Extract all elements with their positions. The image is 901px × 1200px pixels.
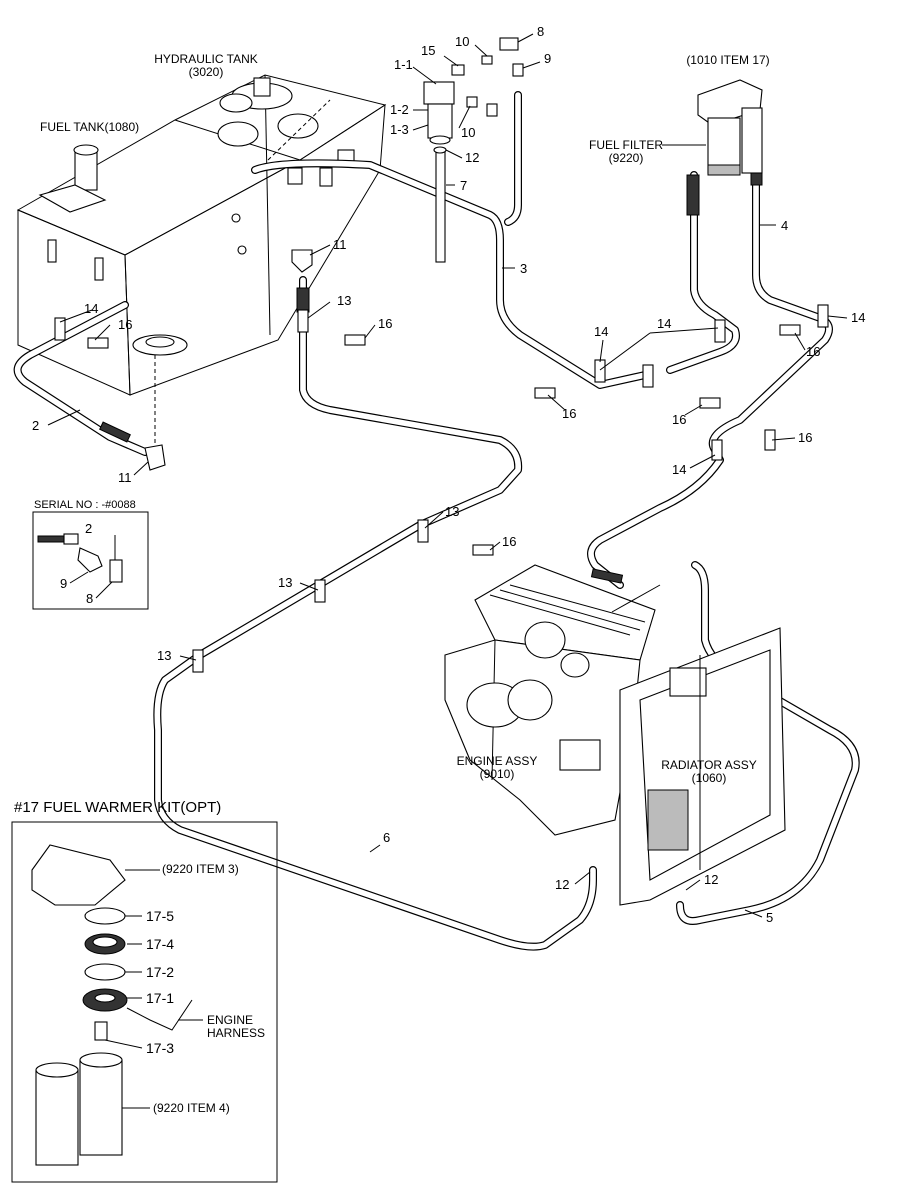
callout-17-1: 17-1 bbox=[146, 990, 174, 1006]
callout-1-3: 1-3 bbox=[390, 122, 409, 137]
callout-2: 2 bbox=[32, 418, 39, 433]
callout-12b: 12 bbox=[555, 877, 569, 892]
callout-14e: 14 bbox=[672, 462, 686, 477]
hose-filter-return bbox=[666, 171, 740, 374]
serial-inset: SERIAL NO : -#0088 2 9 8 bbox=[32, 499, 149, 610]
callout-16g: 16 bbox=[502, 534, 516, 549]
callout-5: 5 bbox=[766, 910, 773, 925]
serial-callout-8: 8 bbox=[86, 591, 93, 606]
callout-17-5: 17-5 bbox=[146, 908, 174, 924]
fuel-tank-label: FUEL TANK(1080) bbox=[40, 120, 139, 134]
harness-label-2: HARNESS bbox=[207, 1026, 265, 1040]
filter-ref-label: (1010 ITEM 17) bbox=[686, 53, 769, 67]
warmer-ref-head: (9220 ITEM 3) bbox=[162, 862, 239, 876]
callout-1-1: 1-1 bbox=[394, 57, 413, 72]
warmer-kit-title: #17 FUEL WARMER KIT(OPT) bbox=[14, 799, 221, 816]
callout-14a: 14 bbox=[84, 301, 98, 316]
leader-lines bbox=[47, 33, 848, 918]
clamps bbox=[54, 304, 829, 673]
callout-14c: 14 bbox=[657, 316, 671, 331]
callout-11b: 11 bbox=[118, 470, 132, 485]
callout-14d: 14 bbox=[851, 310, 865, 325]
fuel-filter-ref: (9220) bbox=[609, 151, 644, 165]
engine-assy-ref: (9010) bbox=[480, 767, 515, 781]
callout-17-2: 17-2 bbox=[146, 964, 174, 980]
fuel-warmer-kit-inset: #17 FUEL WARMER KIT(OPT) (9220 ITEM 3) 1… bbox=[11, 799, 278, 1183]
callout-15: 15 bbox=[421, 43, 435, 58]
callout-14b: 14 bbox=[594, 324, 608, 339]
callout-12c: 12 bbox=[704, 872, 718, 887]
callout-13d: 13 bbox=[157, 648, 171, 663]
callout-10a: 10 bbox=[455, 34, 469, 49]
callout-10b: 10 bbox=[461, 125, 475, 140]
callout-1-2: 1-2 bbox=[390, 102, 409, 117]
hose-13 bbox=[153, 276, 597, 951]
callout-16f: 16 bbox=[798, 430, 812, 445]
callout-11a: 11 bbox=[333, 237, 347, 252]
callout-6: 6 bbox=[383, 830, 390, 845]
callout-3: 3 bbox=[520, 261, 527, 276]
hose-2 bbox=[13, 301, 149, 456]
part-callouts: 1-1 1-2 1-3 15 10 8 9 10 12 7 3 4 11 13 … bbox=[32, 24, 865, 925]
bolts-16 bbox=[87, 324, 801, 556]
callout-13a: 13 bbox=[337, 293, 351, 308]
radiator-assy bbox=[619, 627, 786, 906]
component-labels: HYDRAULIC TANK (3020) FUEL TANK(1080) (1… bbox=[40, 52, 770, 785]
callout-7: 7 bbox=[460, 178, 467, 193]
hose-5 bbox=[676, 561, 860, 925]
callout-17-3: 17-3 bbox=[146, 1040, 174, 1056]
callout-16b: 16 bbox=[118, 317, 132, 332]
hydraulic-tank-label: HYDRAULIC TANK bbox=[154, 52, 258, 66]
hose-7 bbox=[435, 149, 446, 263]
hose-3 bbox=[251, 159, 649, 389]
callout-9: 9 bbox=[544, 51, 551, 66]
callout-16d: 16 bbox=[672, 412, 686, 427]
callout-16c: 16 bbox=[562, 406, 576, 421]
serial-title: SERIAL NO : -#0088 bbox=[34, 499, 136, 511]
callout-12a: 12 bbox=[465, 150, 479, 165]
callout-8: 8 bbox=[537, 24, 544, 39]
fuel-filter-assy bbox=[697, 79, 763, 176]
callout-16a: 16 bbox=[378, 316, 392, 331]
callout-13c: 13 bbox=[278, 575, 292, 590]
tank-assembly bbox=[16, 74, 387, 445]
elbows-11 bbox=[144, 249, 313, 471]
callout-16e: 16 bbox=[806, 344, 820, 359]
hose-8-line bbox=[504, 91, 522, 226]
hydraulic-tank-ref: (3020) bbox=[189, 65, 224, 79]
serial-callout-9: 9 bbox=[60, 576, 67, 591]
engine-assy-label: ENGINE ASSY bbox=[457, 754, 538, 768]
fuel-filter-label: FUEL FILTER bbox=[589, 138, 663, 152]
hose-4 bbox=[587, 141, 833, 589]
warmer-ref-filters: (9220 ITEM 4) bbox=[153, 1101, 230, 1115]
radiator-assy-label: RADIATOR ASSY bbox=[661, 758, 757, 772]
callout-17-4: 17-4 bbox=[146, 936, 174, 952]
radiator-assy-ref: (1060) bbox=[692, 771, 727, 785]
callout-4: 4 bbox=[781, 218, 788, 233]
water-separator bbox=[423, 37, 524, 154]
callout-13b: 13 bbox=[445, 504, 459, 519]
harness-label-1: ENGINE bbox=[207, 1013, 253, 1027]
serial-callout-2: 2 bbox=[85, 521, 92, 536]
